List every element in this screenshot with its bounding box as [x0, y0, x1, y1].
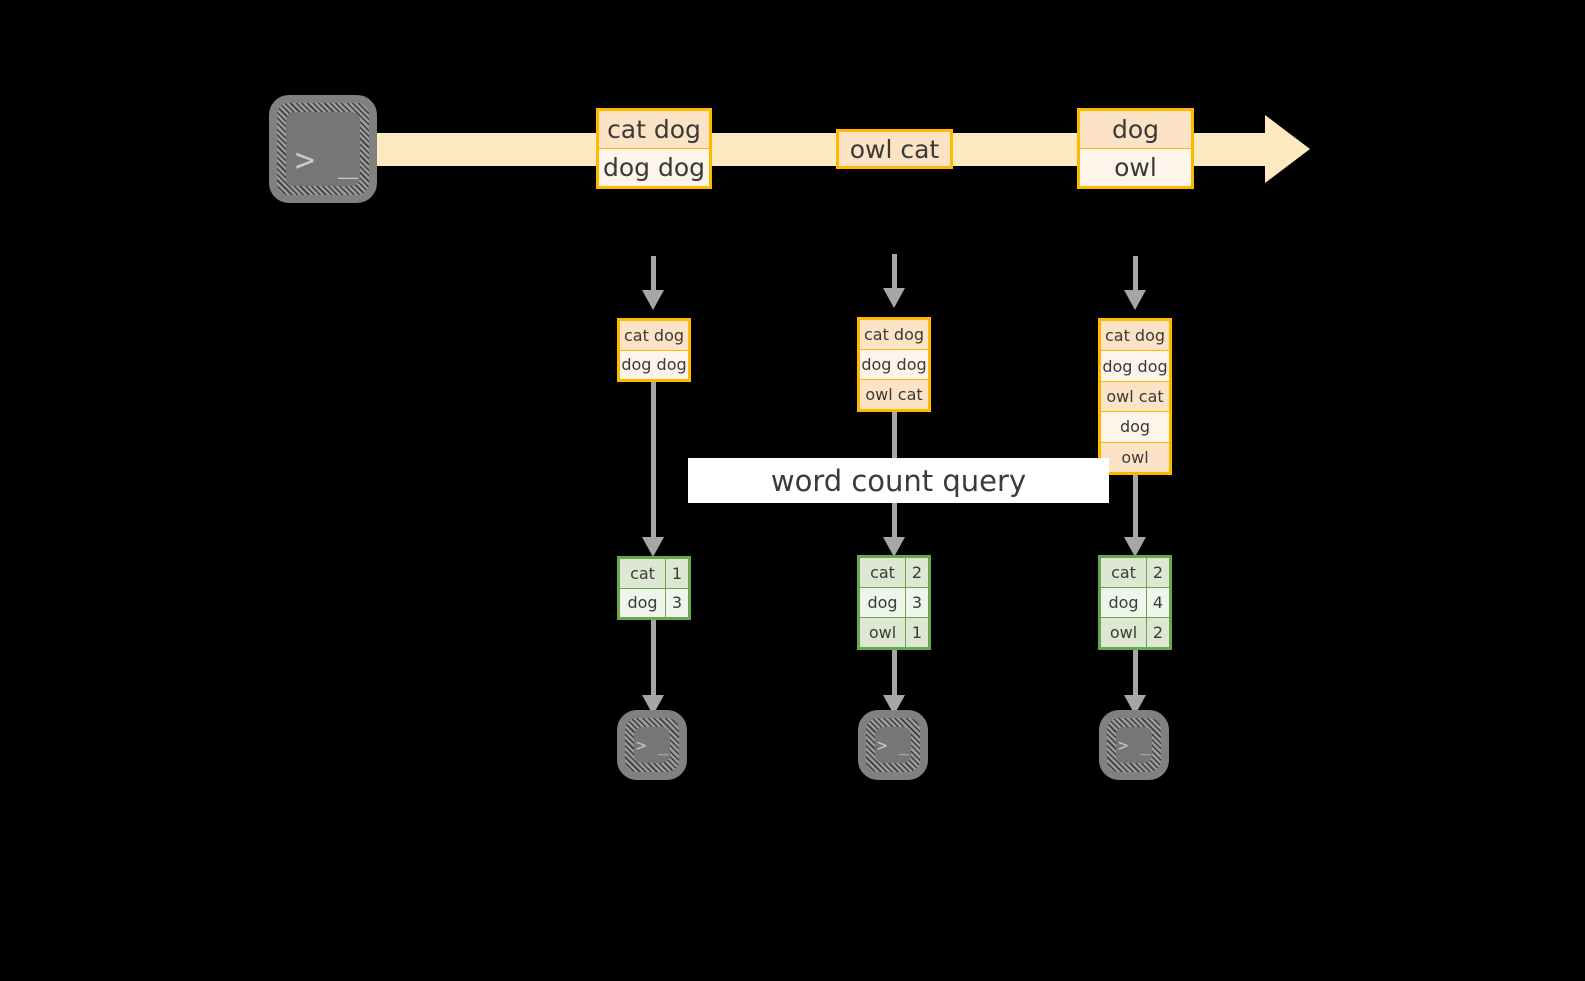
result-3-row-1-count: 2 — [1147, 558, 1169, 587]
result-2-row-2-word: dog — [860, 588, 906, 617]
stream-to-snapshot-2-arrowhead — [883, 288, 905, 308]
sink-3-terminal-icon[interactable]: > _ — [1099, 710, 1169, 780]
result-2[interactable]: cat 2 dog 3 owl 1 — [857, 555, 931, 650]
stream-to-snapshot-1-arrowhead — [642, 290, 664, 310]
terminal-screen — [634, 727, 670, 763]
result-1-row-2: dog 3 — [620, 587, 688, 617]
snapshot-2-row-1: cat dog — [860, 320, 928, 349]
result-2-row-3: owl 1 — [860, 617, 928, 647]
result-1-row-2-count: 3 — [666, 588, 688, 617]
result-3-to-sink-3-line — [1133, 650, 1138, 695]
stream-batch-1-row-1: cat dog — [599, 111, 709, 148]
stream-batch-3[interactable]: dog owl — [1077, 108, 1194, 189]
stream-batch-3-row-1: dog — [1080, 111, 1191, 148]
snapshot-1-row-1: cat dog — [620, 321, 688, 350]
result-3-row-3-count: 2 — [1147, 618, 1169, 647]
result-2-to-sink-2-line — [892, 650, 897, 695]
snapshot-2-to-result-2-arrowhead — [883, 537, 905, 557]
result-2-row-3-word: owl — [860, 618, 906, 647]
terminal-screen — [286, 112, 360, 186]
result-1[interactable]: cat 1 dog 3 — [617, 556, 691, 620]
stream-to-snapshot-1-line — [651, 256, 656, 290]
stream-batch-1[interactable]: cat dog dog dog — [596, 108, 712, 189]
snapshot-1-to-result-1-arrowhead — [642, 537, 664, 557]
result-2-row-1-word: cat — [860, 558, 906, 587]
snapshot-2-row-2: dog dog — [860, 349, 928, 379]
snapshot-3-row-1: cat dog — [1101, 321, 1169, 351]
result-3-row-2: dog 4 — [1101, 587, 1169, 617]
stream-batch-1-row-2: dog dog — [599, 148, 709, 186]
stream-batch-2[interactable]: owl cat — [836, 129, 953, 169]
result-3-row-1: cat 2 — [1101, 558, 1169, 587]
terminal-prompt-glyph: > _ — [877, 736, 911, 756]
snapshot-3-to-result-3-arrowhead — [1124, 537, 1146, 557]
result-2-row-3-count: 1 — [906, 618, 928, 647]
result-3-to-sink-3-arrowhead — [1124, 695, 1146, 715]
input-stream-arrowhead — [1265, 115, 1310, 183]
sink-1-terminal-icon[interactable]: > _ — [617, 710, 687, 780]
terminal-prompt-glyph: > _ — [1118, 736, 1152, 756]
snapshot-1[interactable]: cat dog dog dog — [617, 318, 691, 382]
stream-batch-3-row-2: owl — [1080, 148, 1191, 186]
snapshot-2[interactable]: cat dog dog dog owl cat — [857, 317, 931, 412]
snapshot-1-row-2: dog dog — [620, 349, 688, 379]
sink-2-terminal-icon[interactable]: > _ — [858, 710, 928, 780]
result-1-row-1-count: 1 — [666, 559, 688, 588]
terminal-screen — [1116, 727, 1152, 763]
result-3-row-2-word: dog — [1101, 588, 1147, 617]
result-1-to-sink-1-arrowhead — [642, 695, 664, 715]
snapshot-3-row-3: owl cat — [1101, 380, 1169, 412]
stream-to-snapshot-3-arrowhead — [1124, 290, 1146, 310]
snapshot-2-row-3: owl cat — [860, 379, 928, 409]
terminal-screen — [875, 727, 911, 763]
snapshot-3-row-4: dog — [1101, 411, 1169, 442]
result-3-row-3-word: owl — [1101, 618, 1147, 647]
terminal-prompt-glyph: > _ — [636, 736, 670, 756]
result-1-row-2-word: dog — [620, 588, 666, 617]
result-1-row-1: cat 1 — [620, 559, 688, 588]
query-label: word count query — [688, 458, 1109, 503]
snapshot-3-row-5: owl — [1101, 441, 1169, 473]
stream-batch-2-row-1: owl cat — [839, 132, 950, 166]
result-1-row-1-word: cat — [620, 559, 666, 588]
snapshot-3-row-2: dog dog — [1101, 350, 1169, 381]
snapshot-1-to-result-1-line — [651, 382, 656, 537]
stream-to-snapshot-3-line — [1133, 256, 1138, 290]
result-3[interactable]: cat 2 dog 4 owl 2 — [1098, 555, 1172, 650]
result-2-row-1-count: 2 — [906, 558, 928, 587]
terminal-prompt-glyph: > _ — [295, 140, 360, 179]
result-3-row-1-word: cat — [1101, 558, 1147, 587]
result-2-to-sink-2-arrowhead — [883, 695, 905, 715]
source-terminal-icon[interactable]: > _ — [269, 95, 377, 203]
result-2-row-2: dog 3 — [860, 587, 928, 617]
result-2-row-2-count: 3 — [906, 588, 928, 617]
stream-to-snapshot-2-line — [892, 254, 897, 288]
result-1-to-sink-1-line — [651, 620, 656, 695]
result-3-row-3: owl 2 — [1101, 617, 1169, 647]
result-3-row-2-count: 4 — [1147, 588, 1169, 617]
snapshot-3-to-result-3-line — [1133, 475, 1138, 537]
snapshot-3[interactable]: cat dog dog dog owl cat dog owl — [1098, 318, 1172, 475]
query-label-text: word count query — [770, 463, 1027, 498]
result-2-row-1: cat 2 — [860, 558, 928, 587]
